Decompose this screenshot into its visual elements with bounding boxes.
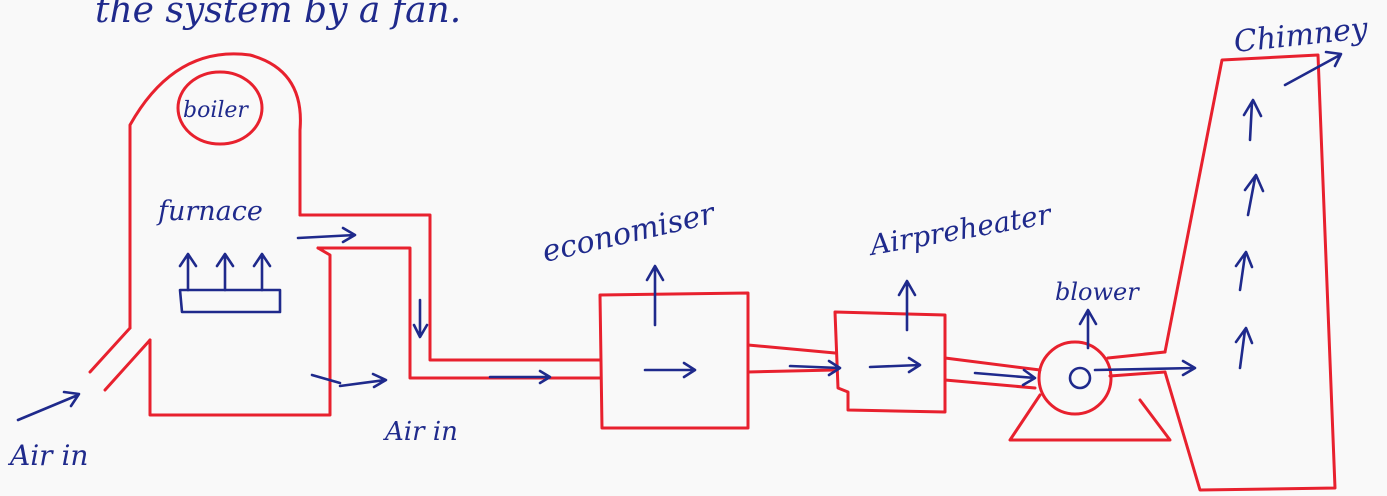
- preheater-outlet-up-arrow: [897, 279, 917, 332]
- duct-blower-to-chimney: [1106, 350, 1167, 378]
- flue-arrow-down: [412, 298, 429, 339]
- chimney-stack: [1163, 53, 1337, 492]
- blower-casing: [1037, 340, 1113, 416]
- blower-label: blower: [1055, 278, 1140, 306]
- page-heading-fragment: the system by a fan.: [95, 0, 461, 31]
- furnace-label: furnace: [156, 196, 263, 227]
- left-air-inlet-duct: [88, 326, 152, 392]
- furnace-flame-arrow-3: [252, 252, 272, 292]
- boiler-drum: [176, 70, 264, 146]
- air-in-label-left: Air in: [7, 439, 88, 472]
- economiser-outlet-up-arrow: [645, 264, 665, 327]
- flue-arrow-exit-furnace: [296, 226, 357, 244]
- flue-arrow-to-economiser: [488, 369, 552, 385]
- left-air-in-arrow: [16, 390, 81, 422]
- flue-arrow-to-blower: [973, 368, 1037, 387]
- economiser-label: economiser: [539, 196, 720, 270]
- boiler-label: boiler: [183, 98, 249, 123]
- duct-economiser-to-preheater: [746, 343, 837, 374]
- chimney-up-arrow-3: [1243, 173, 1265, 217]
- chimney-up-arrow-2: [1234, 250, 1254, 292]
- flue-arrow-to-preheater: [788, 359, 842, 377]
- furnace-grate: [178, 288, 282, 314]
- blower-to-chimney-arrow: [1093, 359, 1197, 377]
- chimney-up-arrow-4: [1242, 98, 1263, 142]
- blower-up-arrow: [1078, 308, 1098, 350]
- flow-arrow-in-preheater: [868, 356, 922, 374]
- blower-base: [1008, 393, 1172, 442]
- chimney-label: Chimney: [1232, 11, 1370, 60]
- chimney-exit-arrow: [1283, 50, 1343, 87]
- air-in-label-right: Air in: [383, 417, 458, 447]
- furnace-flame-arrow-2: [215, 252, 235, 292]
- flow-arrow-in-economiser: [643, 361, 697, 379]
- furnace-housing-outline: [128, 52, 347, 417]
- air-preheater-box: [833, 310, 947, 414]
- economiser-box: [598, 291, 750, 430]
- chimney-up-arrow-1: [1234, 326, 1254, 370]
- duct-preheater-to-blower: [943, 356, 1042, 390]
- blower-impeller-hub: [1068, 366, 1092, 390]
- right-air-in-arrow: [310, 372, 388, 389]
- furnace-flame-arrow-1: [178, 252, 198, 292]
- air-preheater-label: Airpreheater: [865, 197, 1055, 262]
